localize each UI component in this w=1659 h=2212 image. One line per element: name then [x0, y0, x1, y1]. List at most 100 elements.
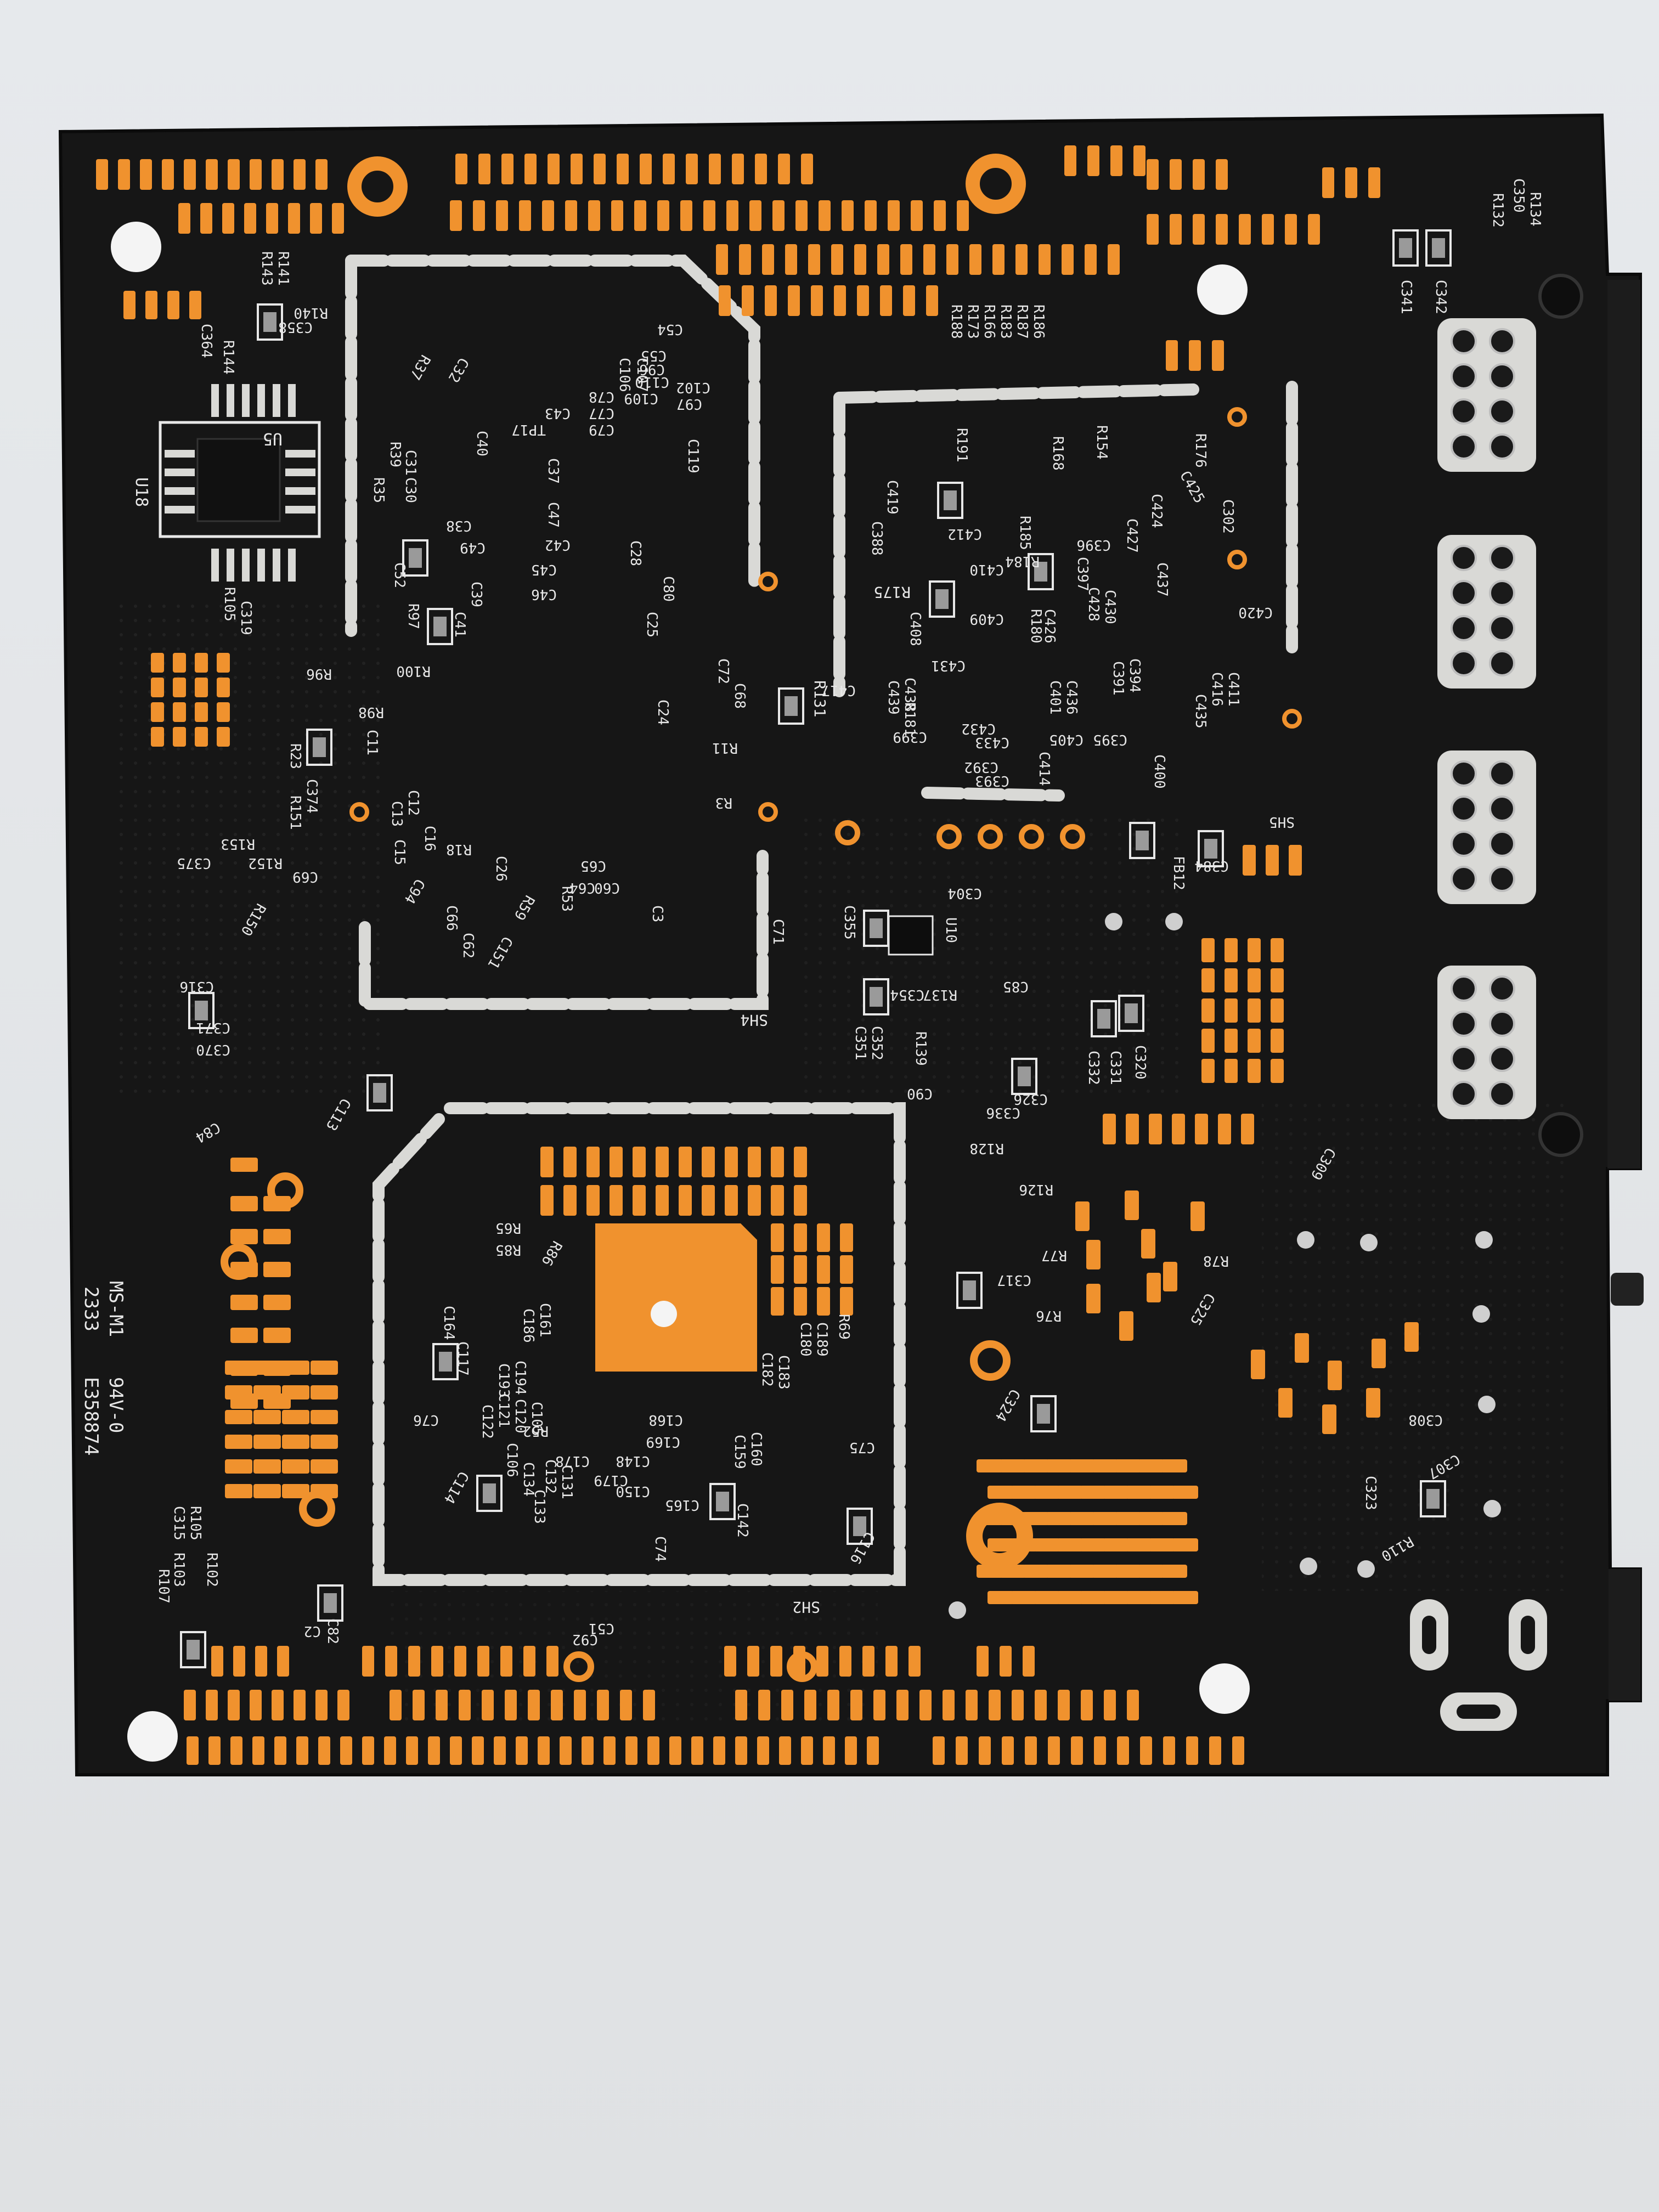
label-c427: C427: [1124, 518, 1140, 553]
shield-frame-segment: [359, 850, 769, 1010]
smd-component-outline: [1030, 1395, 1057, 1432]
gold-pad: [1216, 214, 1228, 245]
gold-pad: [817, 1223, 830, 1252]
label-tp17: TP17: [511, 421, 546, 438]
label-c107: C107: [634, 358, 650, 392]
gold-pad: [1224, 998, 1238, 1023]
gold-pad: [778, 154, 790, 184]
gold-pad: [315, 159, 328, 190]
label-c105: C105: [528, 1402, 545, 1436]
gold-pad: [253, 1459, 281, 1474]
gold-pad: [1108, 244, 1120, 275]
gold-pad: [1075, 1201, 1090, 1231]
gold-pad: [516, 1736, 528, 1765]
gold-pad: [1103, 1538, 1129, 1551]
gold-pad: [173, 678, 186, 697]
label-r185: R185: [1017, 516, 1033, 550]
through-hole-pin: [1475, 1231, 1493, 1249]
plated-ring: [970, 1340, 1011, 1381]
label-c134: C134: [520, 1462, 537, 1497]
gold-pad: [1248, 1029, 1261, 1053]
label-r78: R78: [1203, 1252, 1229, 1269]
gold-pad: [816, 1646, 828, 1677]
gold-pad: [167, 291, 179, 319]
gold-pad: [771, 1185, 784, 1216]
gold-pad: [1117, 1736, 1129, 1765]
gold-pad: [943, 1690, 955, 1720]
smd-component-body: [716, 1492, 729, 1511]
label-r3: R3: [715, 794, 732, 811]
gold-pad: [779, 1736, 791, 1765]
gold-pad: [225, 1459, 252, 1474]
gold-pad: [151, 653, 164, 673]
label-c51: C51: [589, 1620, 614, 1637]
gold-pad: [1092, 1459, 1118, 1472]
gold-pad: [1119, 1311, 1133, 1341]
gold-pad: [1057, 1591, 1083, 1604]
ic-pin: [165, 487, 195, 495]
gold-pad: [919, 1690, 932, 1720]
label-c395: C395: [1093, 731, 1127, 748]
gold-pad: [845, 1736, 857, 1765]
gold-pad: [519, 200, 531, 231]
gold-pad: [611, 200, 623, 231]
gold-pad: [272, 159, 284, 190]
gold-pad: [1086, 1284, 1101, 1313]
label-c46: C46: [531, 586, 557, 602]
gold-pad: [686, 154, 698, 184]
gold-pad: [1368, 167, 1380, 198]
gold-pad: [831, 244, 843, 275]
label-c351: C351: [852, 1026, 868, 1060]
label-c193: C193: [495, 1363, 512, 1398]
port-pin-hole: [1489, 580, 1515, 606]
label-c393: C393: [975, 772, 1009, 789]
label-c82: C82: [324, 1618, 341, 1644]
label-r175: R175: [874, 583, 911, 601]
label-r69: R69: [836, 1314, 852, 1340]
gold-pad: [842, 200, 854, 231]
label-c160: C160: [748, 1432, 764, 1466]
gold-pad: [1039, 244, 1051, 275]
gold-pad: [1058, 1690, 1070, 1720]
smd-component-body: [373, 1083, 386, 1103]
gold-pad: [880, 285, 892, 316]
label-c133: C133: [531, 1489, 548, 1524]
gold-pad: [988, 1591, 1014, 1604]
gold-pad: [1046, 1459, 1072, 1472]
gold-pad: [277, 1646, 289, 1677]
label-c408: C408: [907, 612, 923, 646]
gold-pad: [1094, 1736, 1106, 1765]
gold-pad: [742, 285, 754, 316]
label-c79: C79: [589, 421, 614, 438]
gold-pad: [586, 1185, 600, 1216]
label-c405: C405: [1049, 731, 1084, 748]
gold-pad: [957, 200, 969, 231]
gold-pad: [1141, 1229, 1155, 1259]
gold-pad: [1057, 1486, 1083, 1499]
gold-pad: [900, 244, 912, 275]
gold-pad: [969, 244, 981, 275]
gold-pad: [385, 1646, 397, 1677]
gold-pad: [1193, 214, 1205, 245]
gold-pad: [217, 727, 230, 747]
through-hole-pin: [949, 1601, 966, 1619]
label-c25: C25: [644, 612, 660, 637]
label-c120: C120: [512, 1399, 528, 1434]
gold-pad: [801, 1736, 813, 1765]
label-c159: C159: [731, 1435, 748, 1469]
gold-pad: [362, 1646, 374, 1677]
plated-ring: [1227, 550, 1247, 569]
through-hole-pin: [1165, 913, 1183, 930]
gold-pad: [230, 1158, 258, 1172]
label-c3: C3: [649, 905, 665, 922]
ic-pin: [211, 384, 219, 417]
smd-component-outline: [257, 303, 283, 341]
label-r131: R131: [811, 680, 829, 717]
label-c341: C341: [1398, 280, 1414, 314]
gold-pad: [762, 244, 774, 275]
hole-bottom-right: [1199, 1663, 1250, 1714]
label-c11: C11: [364, 730, 380, 755]
plated-ring: [966, 154, 1026, 214]
gold-pad: [725, 1147, 738, 1177]
label-c169: C169: [646, 1434, 680, 1450]
